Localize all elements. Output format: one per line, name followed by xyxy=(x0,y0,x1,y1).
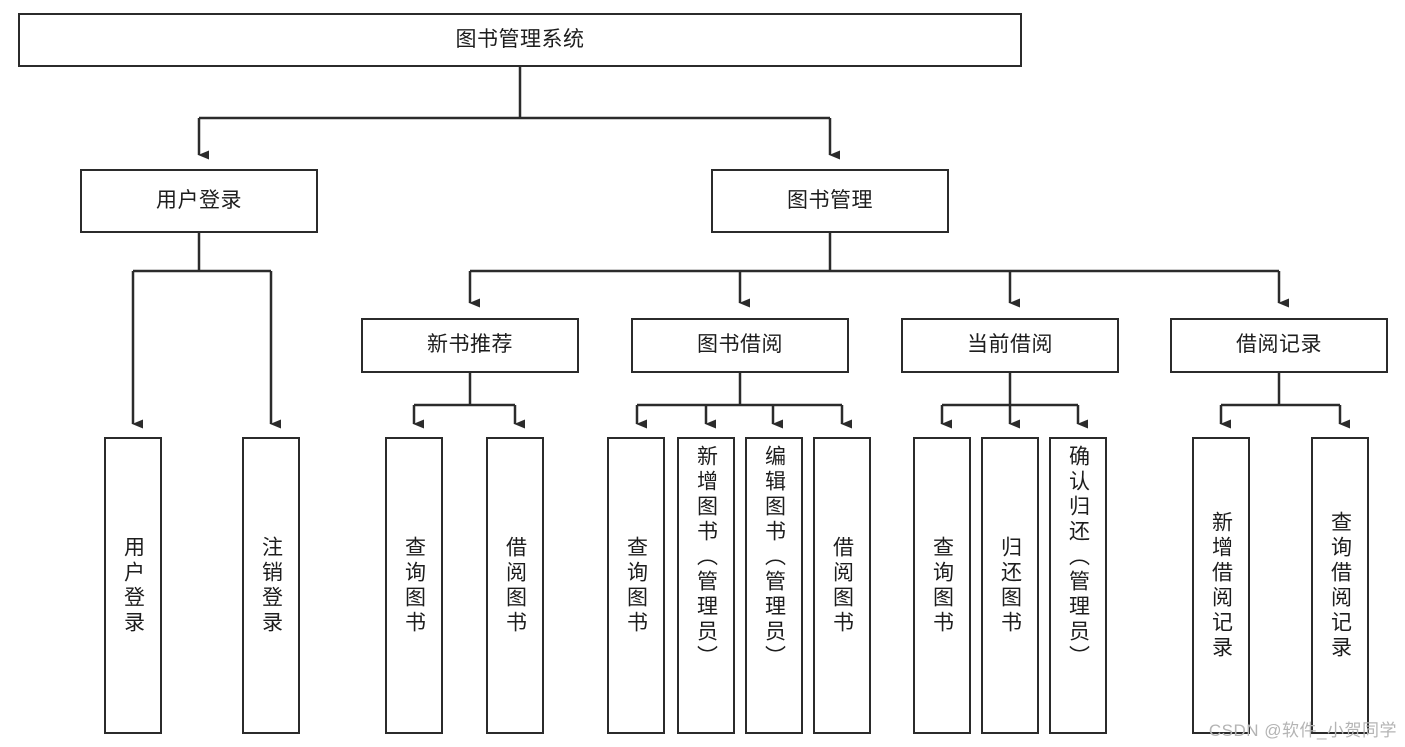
node-label: 借阅图书 xyxy=(503,535,527,636)
leaf-user-login[interactable]: 用户登录 xyxy=(104,437,162,734)
node-label: 编辑图书（管理员） xyxy=(762,445,786,670)
node-label: 新增图书（管理员） xyxy=(694,445,718,670)
node-label: 借阅记录 xyxy=(1236,333,1322,357)
node-root-book-management-system[interactable]: 图书管理系统 xyxy=(18,13,1022,67)
node-borrow-record[interactable]: 借阅记录 xyxy=(1170,318,1388,373)
node-label: 新书推荐 xyxy=(427,333,513,357)
node-label: 图书管理系统 xyxy=(455,27,585,51)
node-book-borrow[interactable]: 图书借阅 xyxy=(631,318,849,373)
leaf-borrow-query-book[interactable]: 查询图书 xyxy=(607,437,665,734)
node-label: 当前借阅 xyxy=(967,333,1053,357)
node-label: 查询借阅记录 xyxy=(1328,510,1352,661)
leaf-borrow-edit-book-admin[interactable]: 编辑图书（管理员） xyxy=(745,437,803,734)
node-book-management[interactable]: 图书管理 xyxy=(711,169,949,233)
leaf-current-return-book[interactable]: 归还图书 xyxy=(981,437,1039,734)
leaf-current-confirm-return-admin[interactable]: 确认归还（管理员） xyxy=(1049,437,1107,734)
leaf-borrow-borrow-book[interactable]: 借阅图书 xyxy=(813,437,871,734)
node-label: 用户登录 xyxy=(156,188,242,212)
node-label: 图书借阅 xyxy=(697,333,783,357)
node-new-book-recommend[interactable]: 新书推荐 xyxy=(361,318,579,373)
node-label: 查询图书 xyxy=(930,535,954,636)
leaf-recommend-borrow-book[interactable]: 借阅图书 xyxy=(486,437,544,734)
node-label: 借阅图书 xyxy=(830,535,854,636)
node-label: 查询图书 xyxy=(624,535,648,636)
node-label: 注销登录 xyxy=(259,535,283,636)
node-label: 查询图书 xyxy=(402,535,426,636)
node-current-borrow[interactable]: 当前借阅 xyxy=(901,318,1119,373)
node-user-login[interactable]: 用户登录 xyxy=(80,169,318,233)
leaf-borrow-add-book-admin[interactable]: 新增图书（管理员） xyxy=(677,437,735,734)
node-label: 确认归还（管理员） xyxy=(1066,445,1090,670)
leaf-current-query-book[interactable]: 查询图书 xyxy=(913,437,971,734)
csdn-watermark: CSDN @软件_小贺同学 xyxy=(1208,721,1397,740)
leaf-record-query-borrow-record[interactable]: 查询借阅记录 xyxy=(1311,437,1369,734)
leaf-recommend-query-book[interactable]: 查询图书 xyxy=(385,437,443,734)
leaf-user-logout[interactable]: 注销登录 xyxy=(242,437,300,734)
node-label: 归还图书 xyxy=(998,535,1022,636)
node-label: 新增借阅记录 xyxy=(1209,510,1233,661)
node-label: 用户登录 xyxy=(121,535,145,636)
node-label: 图书管理 xyxy=(787,188,873,212)
leaf-record-add-borrow-record[interactable]: 新增借阅记录 xyxy=(1192,437,1250,734)
